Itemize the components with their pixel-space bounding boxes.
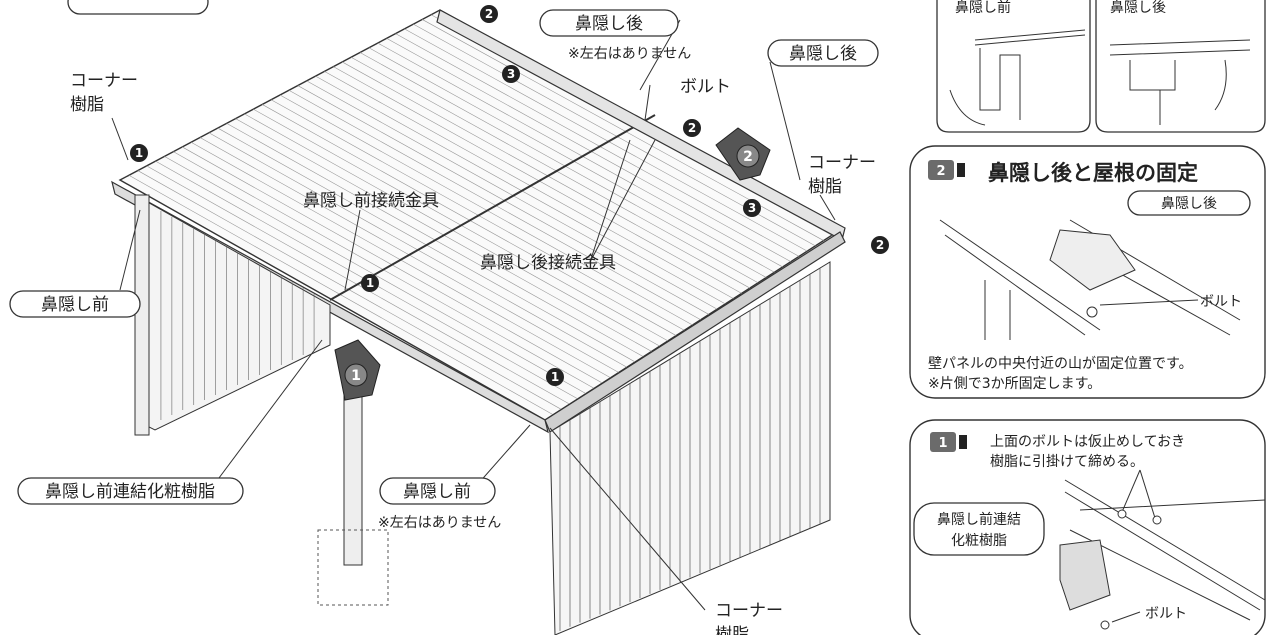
- after-label: 鼻隠し後: [1110, 0, 1166, 16]
- detail1-pill1: 鼻隠し前連結: [937, 511, 1021, 528]
- roof-rib: [386, 38, 791, 262]
- marker-3-a: 3: [502, 65, 520, 83]
- no-left-right-bottom: ※左右はありません: [378, 515, 501, 531]
- hanakakushi-mae-bottom-pill: [379, 477, 496, 505]
- detail-panel-2: 2 鼻隠し後と屋根の固定 鼻隠し後 ボルト 壁パネルの中央付近の山が固定位置です…: [909, 145, 1266, 399]
- svg-text:1: 1: [135, 146, 143, 160]
- marker-1-a: 1: [130, 144, 148, 162]
- detail2-title: 鼻隠し後と屋根の固定: [988, 161, 1198, 185]
- corner-resin-label-2b: 樹脂: [808, 177, 842, 197]
- top-left-pill: [67, 0, 209, 15]
- front-post: [343, 384, 363, 566]
- roof-rib: [342, 61, 751, 289]
- hanakakushi-mae-left-label: 鼻隠し前: [41, 295, 109, 315]
- no-left-right-top: ※左右はありません: [568, 46, 691, 62]
- detail2-pill: [1127, 190, 1251, 216]
- marker-3-b: 3: [743, 199, 761, 217]
- detail-panel-1: 1 上面のボルトは仮止めしておき 樹脂に引掛けて締める。 鼻隠し前連結 化粧樹脂…: [909, 419, 1266, 635]
- hanakakushi-ushiro-pill-1: [539, 9, 679, 37]
- hanakakushi-ushiro-label-1: 鼻隠し後: [575, 14, 643, 34]
- roof-rib: [128, 175, 554, 415]
- left-wall-ribs: [160, 210, 315, 420]
- carport-structure: [111, 9, 846, 635]
- detail-before-after: 鼻隠し前 鼻隠し後: [936, 0, 1266, 133]
- corner-resin-label-3b: 樹脂: [715, 625, 749, 635]
- front-link-resin-pill: [17, 477, 244, 505]
- roof-center-seam: [329, 114, 656, 301]
- hanakakushi-ushiro-label-2: 鼻隠し後: [789, 44, 857, 64]
- corner-resin-label-3a: コーナー: [715, 601, 783, 621]
- corner-resin-label-1b: 樹脂: [70, 95, 104, 115]
- detail2-note2: ※片側で3か所固定します。: [928, 376, 1101, 392]
- svg-text:1: 1: [551, 370, 559, 384]
- detail1-text1: 上面のボルトは仮止めしておき: [990, 434, 1185, 450]
- roof-rib: [350, 56, 759, 284]
- roof-rib: [324, 71, 734, 299]
- detail2-bolt-label: ボルト: [1200, 294, 1242, 310]
- roof-rib: [395, 33, 800, 257]
- roof-rib: [404, 28, 808, 252]
- detail2-pill-label: 鼻隠し後: [1161, 195, 1217, 212]
- roof-rib: [359, 52, 767, 278]
- detail1-text2: 樹脂に引掛けて締める。: [990, 453, 1144, 470]
- detail1-pill2: 化粧樹脂: [951, 533, 1007, 549]
- left-post: [134, 194, 150, 436]
- post-foundation: [317, 529, 389, 606]
- marker-1-c: 1: [546, 368, 564, 386]
- detail2-badge: [928, 160, 954, 180]
- rear-joint-label: 鼻隠し後接続金具: [480, 253, 616, 273]
- step-markers: 1 1 1 2 2 2 3 3: [130, 5, 889, 386]
- roof-rib: [368, 47, 775, 273]
- marker-2-c: 2: [871, 236, 889, 254]
- callout-2-icon: 2: [715, 127, 771, 181]
- hanakakushi-mae-bottom-label: 鼻隠し前: [403, 482, 471, 502]
- svg-text:1: 1: [351, 368, 361, 384]
- detail1-pill: [913, 502, 1045, 556]
- detail1-badge: [930, 432, 956, 452]
- svg-text:2: 2: [688, 121, 696, 135]
- svg-text:1: 1: [938, 436, 947, 451]
- hanakakushi-ushiro-pill-2: [767, 39, 879, 67]
- marker-1-b: 1: [361, 274, 379, 292]
- leader-lines: [111, 19, 836, 611]
- corner-resin-label-2a: コーナー: [808, 153, 876, 173]
- roof-rib: [333, 66, 742, 294]
- marker-2-b: 2: [683, 119, 701, 137]
- svg-text:2: 2: [936, 164, 945, 179]
- svg-text:2: 2: [485, 7, 493, 21]
- front-link-resin-label: 鼻隠し前連結化粧樹脂: [45, 482, 215, 502]
- corner-resin-label-1: コーナー: [70, 71, 138, 91]
- svg-text:2: 2: [743, 149, 753, 165]
- front-joint-label: 鼻隠し前接続金具: [303, 191, 439, 211]
- detail2-note1: 壁パネルの中央付近の山が固定位置です。: [928, 356, 1193, 372]
- before-label: 鼻隠し前: [955, 0, 1011, 16]
- detail1-bolt-label: ボルト: [1145, 606, 1187, 622]
- roof-rib: [315, 75, 726, 305]
- side-fascia: [544, 231, 846, 433]
- hanakakushi-mae-left-pill: [9, 290, 141, 318]
- marker-2-a: 2: [480, 5, 498, 23]
- roof-rib: [377, 42, 783, 268]
- right-wall-ribs: [559, 268, 821, 631]
- svg-text:3: 3: [507, 67, 515, 81]
- bolt-label-top: ボルト: [680, 77, 731, 97]
- roof-rib: [306, 80, 718, 310]
- main-labels: コーナー 樹脂 鼻隠し後 ※左右はありません 鼻隠し後 ボルト コーナー 樹脂 …: [9, 0, 879, 635]
- svg-text:2: 2: [876, 238, 884, 252]
- svg-text:3: 3: [748, 201, 756, 215]
- roof-rib: [297, 85, 710, 315]
- roof-rib: [288, 90, 701, 320]
- callout-1-icon: 1: [334, 339, 381, 401]
- svg-text:1: 1: [366, 276, 374, 290]
